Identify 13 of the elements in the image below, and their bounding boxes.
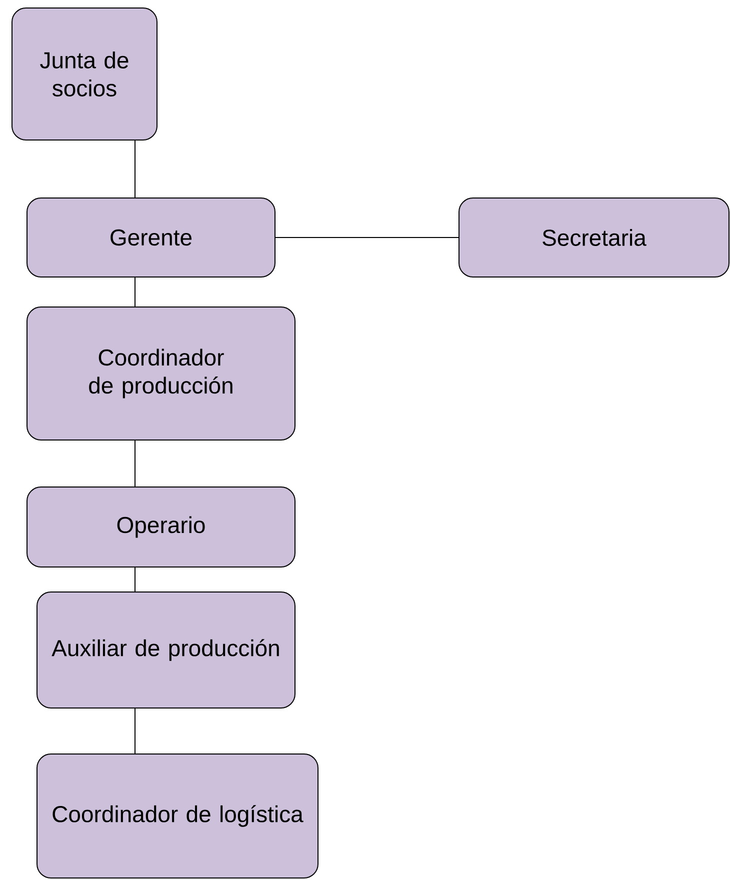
- org-box: Junta de socios: [12, 8, 158, 140]
- org-box: Operario: [26, 486, 296, 568]
- connector-line: [275, 237, 459, 238]
- connector-line: [134, 140, 136, 198]
- connector-line: [134, 277, 136, 307]
- org-box: Gerente: [26, 198, 276, 278]
- connector-line: [134, 440, 136, 487]
- org-box: Coordinador de producción: [26, 306, 296, 440]
- connector-line: [134, 708, 136, 754]
- org-box: Coordinador de logística: [36, 754, 318, 878]
- org-box: Secretaria: [458, 198, 730, 278]
- connector-line: [134, 567, 136, 592]
- org-box: Auxiliar de producción: [36, 592, 296, 708]
